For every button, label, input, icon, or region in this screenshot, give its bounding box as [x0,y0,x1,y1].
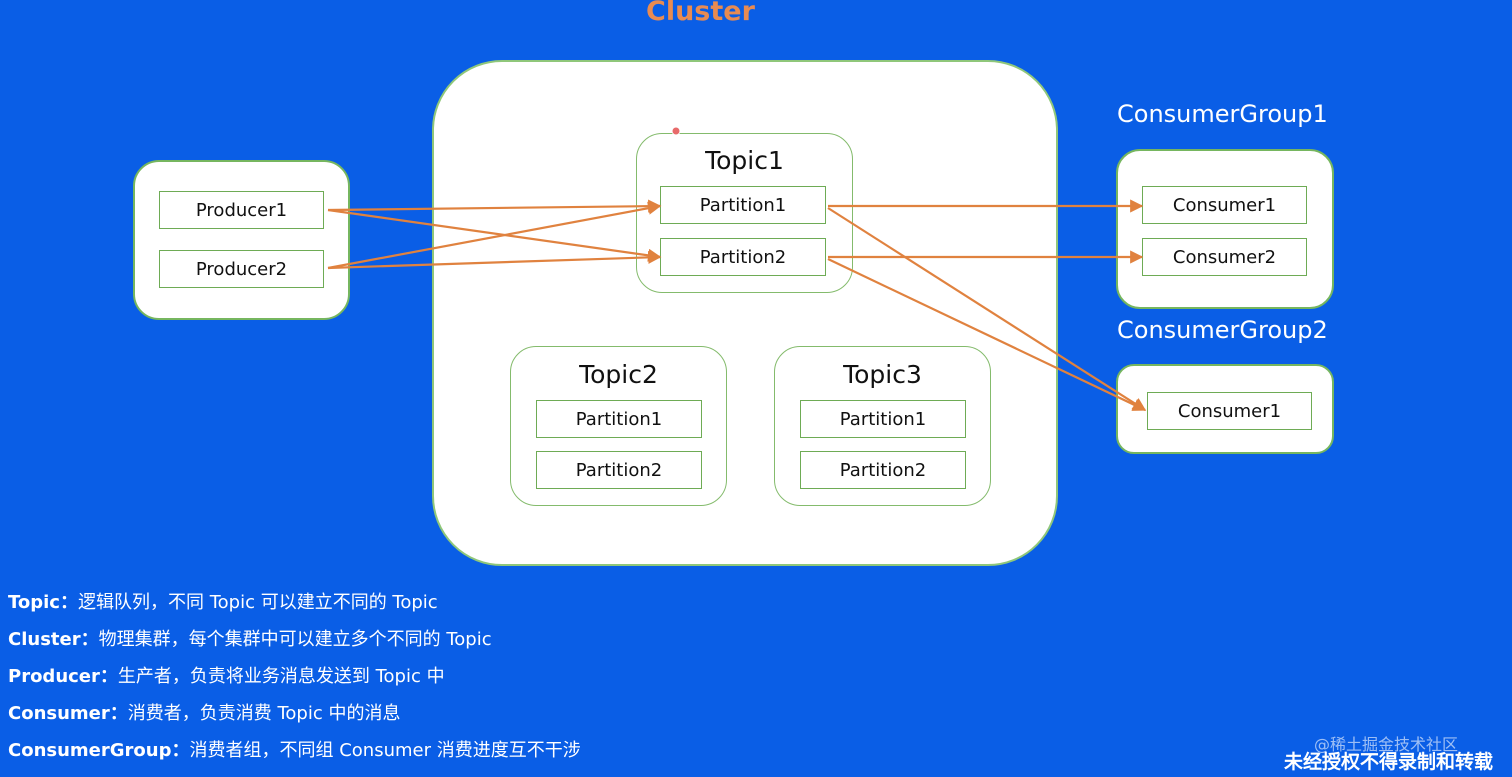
watermark-notice: 未经授权不得录制和转载 [1284,751,1494,773]
producer-2: Producer2 [159,250,324,288]
legend-consumer: Consumer：消费者，负责消费 Topic 中的消息 [8,699,400,725]
producer-1: Producer1 [159,191,324,229]
watermark-site: @稀土掘金技术社区 [1314,735,1459,754]
cluster-title: Cluster [646,0,755,27]
legend-topic-sep: ： [59,592,78,613]
legend-consumer-group-sep: ： [171,740,190,761]
topic3-partition2: Partition2 [800,451,966,489]
topic1-partition1: Partition1 [660,186,826,224]
topic2-label: Topic2 [579,360,658,389]
legend-consumer-group: ConsumerGroup：消费者组，不同组 Consumer 消费进度互不干涉 [8,736,581,762]
consumer-group2-label: ConsumerGroup2 [1117,316,1328,344]
consumer-group1-consumer1: Consumer1 [1142,186,1307,224]
topic2-partition2: Partition2 [536,451,702,489]
legend-producer-desc: 生产者，负责将业务消息发送到 Topic 中 [117,666,445,687]
legend-topic: Topic：逻辑队列，不同 Topic 可以建立不同的 Topic [8,588,438,614]
legend-cluster-sep: ： [80,629,99,650]
producer-group-box [133,160,350,320]
legend-cluster-term: Cluster [8,629,81,650]
legend-producer-sep: ： [99,666,118,687]
legend-topic-term: Topic [8,592,60,613]
consumer-group1-label: ConsumerGroup1 [1117,100,1328,128]
consumer-group1-box [1116,149,1334,309]
topic3-label: Topic3 [843,360,922,389]
legend-consumer-group-term: ConsumerGroup [8,740,172,761]
legend-producer: Producer：生产者，负责将业务消息发送到 Topic 中 [8,662,445,688]
topic2-partition1: Partition1 [536,400,702,438]
legend-consumer-sep: ： [109,703,128,724]
legend-cluster-desc: 物理集群，每个集群中可以建立多个不同的 Topic [98,629,492,650]
legend-cluster: Cluster：物理集群，每个集群中可以建立多个不同的 Topic [8,625,492,651]
legend-consumer-group-desc: 消费者组，不同组 Consumer 消费进度互不干涉 [189,740,581,761]
legend-topic-desc: 逻辑队列，不同 Topic 可以建立不同的 Topic [77,592,438,613]
legend-producer-term: Producer [8,666,100,687]
topic3-partition1: Partition1 [800,400,966,438]
legend-consumer-desc: 消费者，负责消费 Topic 中的消息 [127,703,401,724]
topic1-label: Topic1 [705,146,784,175]
topic1-partition2: Partition2 [660,238,826,276]
legend-consumer-term: Consumer [8,703,110,724]
consumer-group1-consumer2: Consumer2 [1142,238,1307,276]
consumer-group2-consumer1: Consumer1 [1147,392,1312,430]
